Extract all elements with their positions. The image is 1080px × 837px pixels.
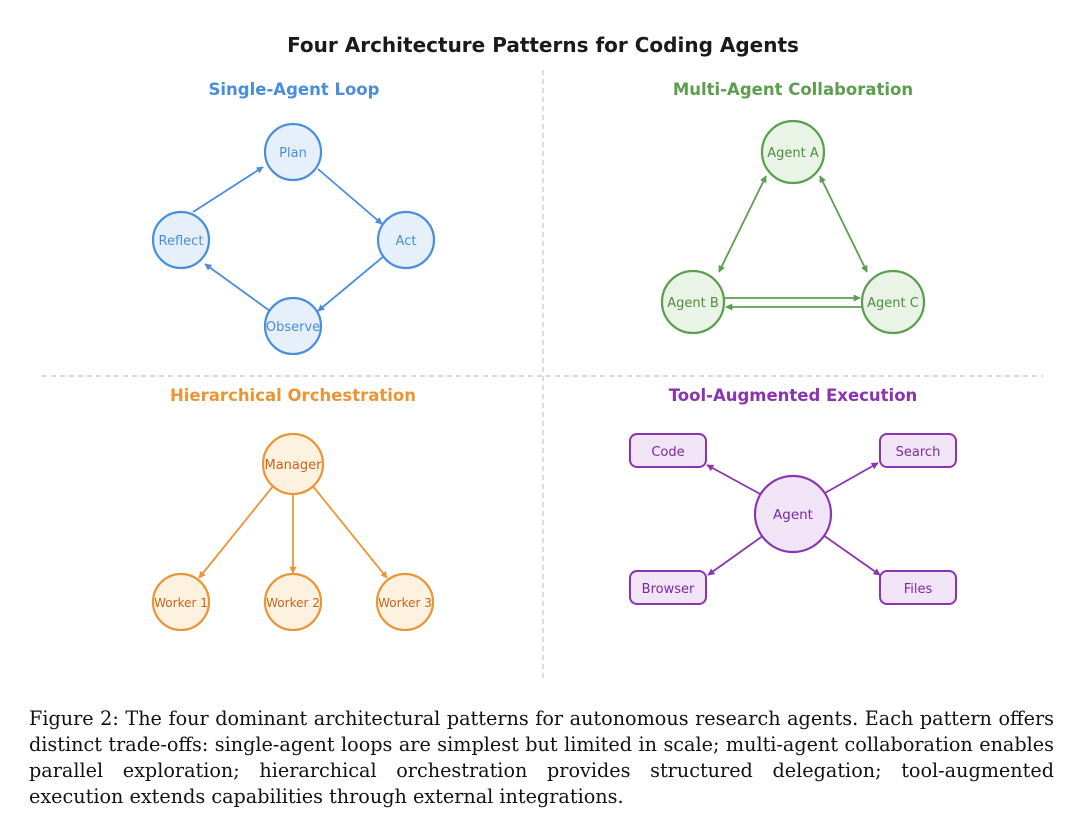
node-label: Worker 2 (266, 596, 320, 610)
tool-browser: Browser (629, 570, 707, 605)
figure-caption: Figure 2: The four dominant architectura… (29, 707, 1054, 808)
edge-agent-to-browser (707, 534, 765, 576)
figure-title: Four Architecture Patterns for Coding Ag… (287, 33, 799, 57)
panel-hierarchical-orchestration: Hierarchical Orchestration Manager Worke… (151, 386, 435, 632)
edge-agent-to-search (824, 462, 879, 494)
edge-plan-to-act (317, 168, 383, 225)
edge-agent-a-agent-b (718, 175, 767, 273)
node-label: Reflect (159, 234, 204, 249)
node-manager: Manager (261, 432, 325, 496)
panel-multi-agent-collaboration: Multi-Agent Collaboration Agent A Agent … (660, 80, 926, 335)
node-plan: Plan (263, 122, 323, 182)
panel-title: Tool-Augmented Execution (669, 386, 918, 405)
node-agent: Agent (753, 474, 833, 554)
edge-reflect-to-plan (192, 166, 264, 213)
tool-files: Files (879, 570, 957, 605)
node-agent-c: Agent C (860, 269, 926, 335)
panel-tool-augmented-execution: Tool-Augmented Execution Agent Code Sear… (629, 386, 957, 605)
node-label: Manager (265, 458, 323, 473)
panel-title: Single-Agent Loop (209, 80, 380, 99)
edge-observe-to-reflect (204, 263, 271, 312)
node-label: Plan (279, 146, 307, 161)
node-label: Agent C (867, 296, 919, 311)
node-label: Agent (773, 507, 813, 523)
edge-agent-to-files (822, 534, 881, 576)
edge-manager-to-worker-3 (311, 484, 388, 579)
node-agent-a: Agent A (760, 119, 826, 185)
node-act: Act (376, 210, 436, 270)
node-label: Observe (266, 320, 320, 335)
tool-label: Code (651, 445, 684, 460)
panel-title: Hierarchical Orchestration (170, 386, 416, 405)
edge-agent-to-code (706, 464, 763, 496)
node-label: Agent B (667, 296, 719, 311)
node-worker-2: Worker 2 (263, 572, 323, 632)
node-label: Worker 1 (154, 596, 208, 610)
node-agent-b: Agent B (660, 269, 726, 335)
tool-code: Code (629, 433, 707, 468)
tool-label: Browser (642, 582, 695, 597)
node-worker-3: Worker 3 (375, 572, 435, 632)
node-label: Agent A (767, 146, 819, 161)
node-label: Worker 3 (378, 596, 432, 610)
tool-search: Search (879, 433, 957, 468)
edge-act-to-observe (317, 255, 385, 312)
node-reflect: Reflect (151, 210, 211, 270)
panel-single-agent-loop: Single-Agent Loop Plan Act Observe Refle… (151, 80, 436, 356)
edge-agent-a-agent-c (819, 175, 868, 273)
tool-label: Search (896, 445, 941, 460)
node-observe: Observe (263, 296, 323, 356)
panel-title: Multi-Agent Collaboration (673, 80, 913, 99)
edge-manager-to-worker-1 (198, 484, 275, 579)
tool-label: Files (904, 582, 933, 597)
node-label: Act (396, 234, 417, 249)
node-worker-1: Worker 1 (151, 572, 211, 632)
architecture-figure: Four Architecture Patterns for Coding Ag… (42, 33, 1043, 680)
